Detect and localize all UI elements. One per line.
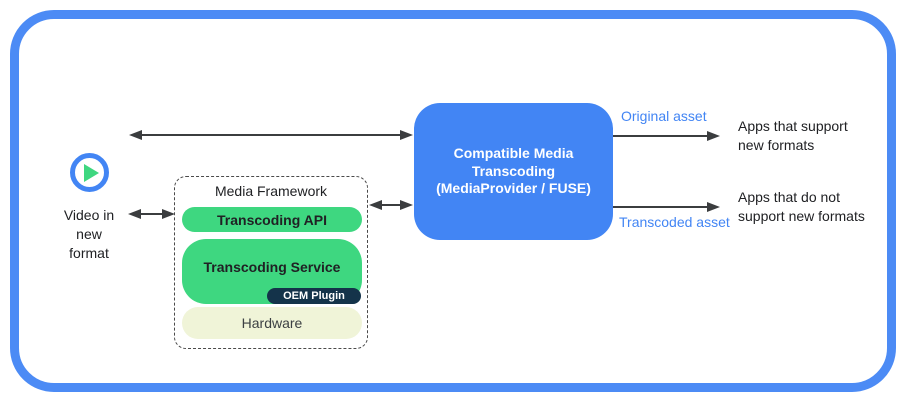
media-framework-box [174, 176, 368, 349]
compatible-media-transcoding-box: Compatible Media Transcoding (MediaProvi… [414, 103, 613, 240]
transcoder-line: Transcoding [471, 162, 556, 179]
transcoder-line: (MediaProvider / FUSE) [436, 180, 591, 197]
oem-plugin-block: OEM Plugin [267, 288, 361, 304]
transcoder-line: Compatible Media [453, 145, 574, 162]
apps-no-support-line: Apps that do not [738, 189, 840, 205]
video-source-label-line: format [69, 245, 109, 261]
play-triangle-icon [84, 163, 99, 182]
transcoded-asset-label: Transcoded asset [619, 214, 730, 230]
media-framework-title: Media Framework [214, 183, 328, 199]
video-source-label-line: Video in [63, 207, 115, 223]
apps-no-support-line: support new formats [738, 208, 865, 224]
video-source-label-line: new [76, 226, 102, 242]
original-asset-label: Original asset [621, 108, 707, 124]
transcoding-api-block: Transcoding API [182, 207, 362, 232]
apps-support-label: Apps that support new formats [738, 117, 848, 155]
hardware-block: Hardware [182, 307, 362, 339]
apps-no-support-label: Apps that do not support new formats [738, 188, 865, 226]
play-icon [70, 153, 109, 192]
apps-support-line: new formats [738, 137, 815, 153]
video-source-label: Video in new format [47, 206, 131, 263]
apps-support-line: Apps that support [738, 118, 848, 134]
diagram-border-frame [10, 10, 896, 392]
